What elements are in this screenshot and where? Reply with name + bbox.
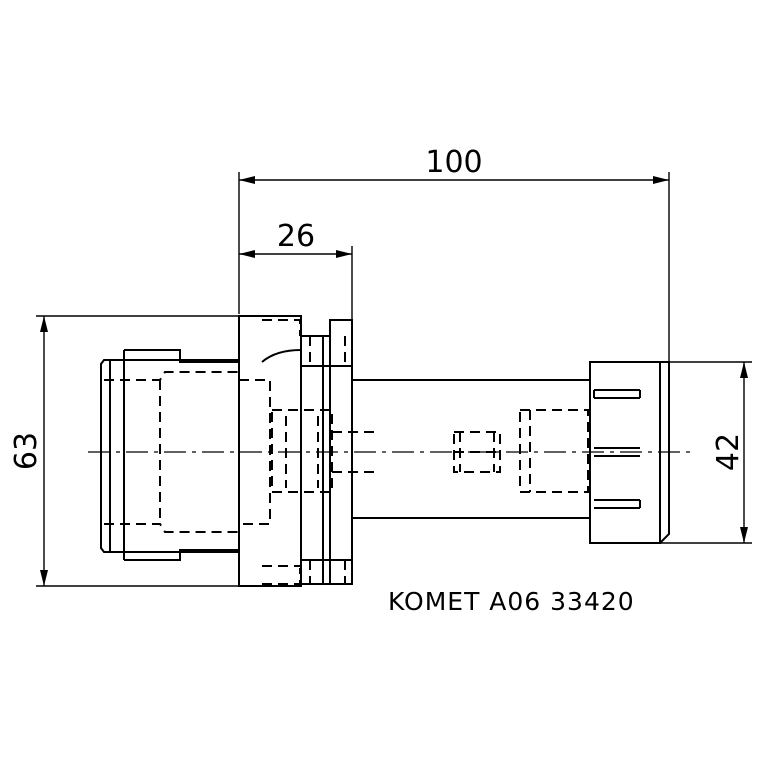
- dimension-100: 100: [238, 145, 670, 362]
- flange-body: [238, 315, 374, 587]
- shaft: [352, 379, 590, 519]
- dimension-63: 63: [9, 315, 239, 587]
- dimension-label-overall-length: 100: [425, 145, 482, 180]
- dimension-26: 26: [239, 219, 353, 320]
- dimension-label-tail-diameter: 42: [711, 433, 746, 471]
- dimension-label-flange-width: 26: [277, 219, 315, 254]
- front-cap: [100, 349, 271, 561]
- part-number-label: KOMET A06 33420: [388, 587, 635, 616]
- tail-collet: [519, 361, 670, 544]
- dimension-label-body-diameter: 63: [9, 432, 44, 470]
